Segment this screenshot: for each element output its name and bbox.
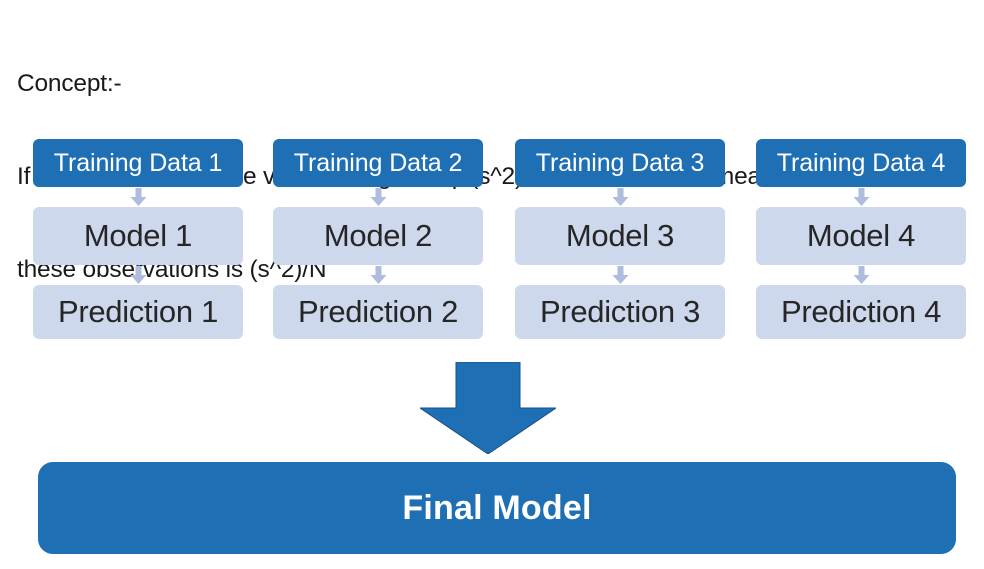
arrow-down-icon (612, 266, 628, 284)
training-data-box-2[interactable]: Training Data 2 (273, 139, 483, 187)
arrow-down-icon (130, 188, 146, 206)
training-data-box-4[interactable]: Training Data 4 (756, 139, 966, 187)
arrow-down-icon (370, 188, 386, 206)
model-box-2[interactable]: Model 2 (273, 207, 483, 265)
connector-training-to-model-4 (756, 187, 966, 207)
connector-model-to-prediction-1 (33, 265, 243, 285)
arrow-down-icon (853, 266, 869, 284)
arrow-down-icon (130, 266, 146, 284)
pipeline-column-2: Training Data 2 Model 2 Prediction 2 (273, 139, 483, 339)
connector-model-to-prediction-3 (515, 265, 725, 285)
prediction-box-2[interactable]: Prediction 2 (273, 285, 483, 339)
prediction-box-3[interactable]: Prediction 3 (515, 285, 725, 339)
arrow-down-icon (612, 188, 628, 206)
prediction-box-1[interactable]: Prediction 1 (33, 285, 243, 339)
arrow-down-icon (853, 188, 869, 206)
connector-training-to-model-3 (515, 187, 725, 207)
training-data-box-3[interactable]: Training Data 3 (515, 139, 725, 187)
pipeline-column-3: Training Data 3 Model 3 Prediction 3 (515, 139, 725, 339)
prediction-box-4[interactable]: Prediction 4 (756, 285, 966, 339)
training-data-box-1[interactable]: Training Data 1 (33, 139, 243, 187)
pipeline-column-4: Training Data 4 Model 4 Prediction 4 (756, 139, 966, 339)
model-box-1[interactable]: Model 1 (33, 207, 243, 265)
pipeline-column-1: Training Data 1 Model 1 Prediction 1 (33, 139, 243, 339)
connector-training-to-model-1 (33, 187, 243, 207)
final-model-label: Final Model (402, 488, 592, 527)
connector-model-to-prediction-4 (756, 265, 966, 285)
arrow-down-icon (370, 266, 386, 284)
model-box-3[interactable]: Model 3 (515, 207, 725, 265)
pipeline-group: Training Data 1 Model 1 Prediction 1 Tra… (33, 139, 966, 339)
concept-heading: Concept:- (17, 70, 122, 97)
arrow-down-large-icon (420, 362, 556, 454)
model-box-4[interactable]: Model 4 (756, 207, 966, 265)
connector-model-to-prediction-2 (273, 265, 483, 285)
connector-training-to-model-2 (273, 187, 483, 207)
final-model-box[interactable]: Final Model (38, 462, 956, 554)
